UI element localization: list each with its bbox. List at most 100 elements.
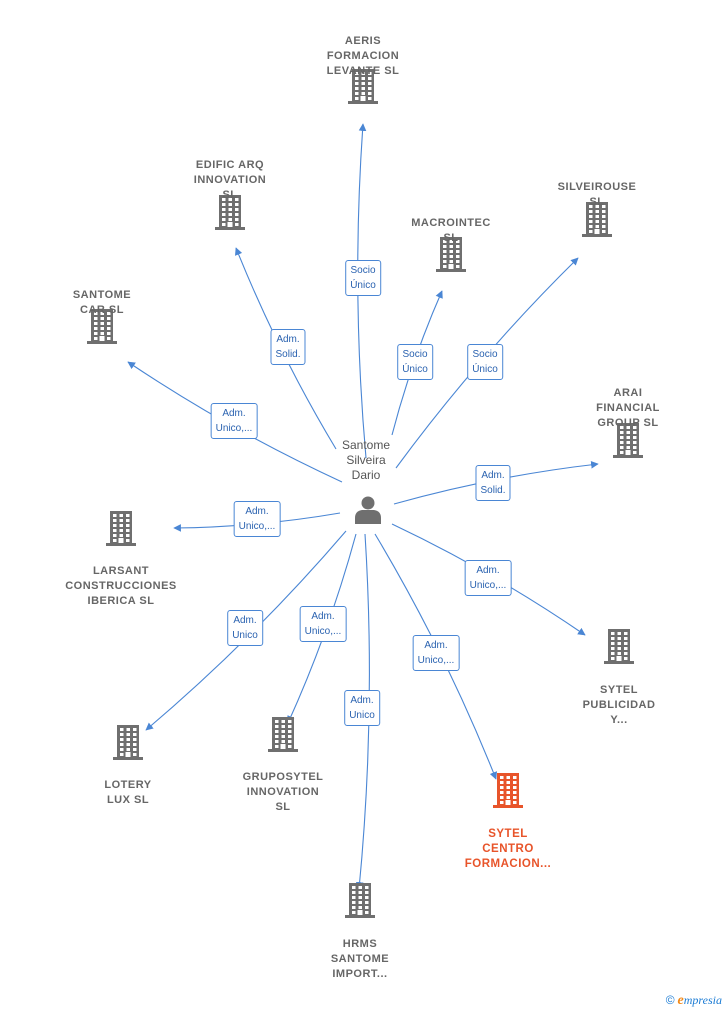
relation-label-hrms[interactable]: Adm. Unico <box>344 690 380 726</box>
building-icon[interactable] <box>105 510 137 546</box>
building-icon[interactable] <box>112 724 144 760</box>
center-name-line: Silveira <box>346 453 386 467</box>
company-label-line: FORMACION... <box>464 858 552 870</box>
relation-label-larsant[interactable]: Adm. Unico,... <box>233 501 281 537</box>
company-label-line: CONSTRUCCIONES <box>65 580 177 592</box>
company-label-grupo[interactable]: GRUPOSYTEL INNOVATION SL <box>243 770 324 815</box>
building-icon[interactable] <box>267 716 299 752</box>
relation-label-lotery[interactable]: Adm. Unico <box>227 610 263 646</box>
relation-label-line: Adm. <box>481 470 505 481</box>
company-label-lotery[interactable]: LOTERY LUX SL <box>104 778 151 808</box>
company-label-line: SL <box>443 232 459 244</box>
building-icon[interactable] <box>214 194 246 230</box>
company-label-line: ARAI <box>613 387 643 399</box>
person-icon[interactable] <box>353 494 383 524</box>
company-label-line: SL <box>589 196 605 208</box>
relation-label-line: Adm. <box>311 611 335 622</box>
company-label-silveirouse[interactable]: SILVEIROUSE SL <box>558 180 637 210</box>
center-person-label[interactable]: Santome Silveira Dario <box>342 438 390 483</box>
company-label-line: SL <box>222 189 238 201</box>
relation-label-line: Socio <box>350 265 376 276</box>
company-label-santome-car[interactable]: SANTOME CAR SL <box>73 288 131 318</box>
company-label-line: MACROINTEC <box>411 217 491 229</box>
building-icon[interactable] <box>344 882 376 918</box>
relation-label-line: Adm. <box>350 695 374 706</box>
relation-label-line: Unico,... <box>417 655 455 666</box>
relation-label-arai[interactable]: Adm. Solid. <box>475 465 511 501</box>
company-label-line: GROUP SL <box>597 417 659 429</box>
empresia-watermark[interactable]: ©empresia <box>666 993 722 1009</box>
company-label-line: INNOVATION <box>193 174 267 186</box>
relation-label-line: Socio <box>402 349 428 360</box>
company-label-sytel-centro[interactable]: SYTEL CENTRO FORMACION... <box>465 827 552 872</box>
relation-label-line: Adm. <box>276 334 300 345</box>
company-label-line: FORMACION <box>326 50 400 62</box>
company-label-line: LUX SL <box>106 794 150 806</box>
company-label-line: HRMS <box>342 938 378 950</box>
relation-label-line: Unico,... <box>469 580 507 591</box>
relation-label-line: Unico <box>349 710 375 721</box>
building-icon[interactable] <box>612 422 644 458</box>
company-label-line: PUBLICIDAD <box>582 699 656 711</box>
company-label-line: Y... <box>610 714 628 726</box>
company-label-line: IBERICA SL <box>87 595 155 607</box>
relation-label-line: Unico,... <box>304 626 342 637</box>
relation-label-line: Adm. <box>476 565 500 576</box>
company-label-line: EDIFIC ARQ <box>195 159 265 171</box>
company-label-line: AERIS <box>344 35 382 47</box>
company-label-line: SANTOME <box>72 289 132 301</box>
relation-label-line: Adm. <box>245 506 269 517</box>
center-name-line: Santome <box>341 438 391 452</box>
company-label-hrms[interactable]: HRMS SANTOME IMPORT... <box>331 937 389 982</box>
company-label-arai[interactable]: ARAI FINANCIAL GROUP SL <box>596 386 660 431</box>
building-icon[interactable] <box>435 236 467 272</box>
relation-label-line: Unico,... <box>238 521 276 532</box>
company-label-line: SILVEIROUSE <box>557 181 637 193</box>
building-icon[interactable] <box>86 308 118 344</box>
building-icon[interactable] <box>603 628 635 664</box>
company-label-macrointec[interactable]: MACROINTEC SL <box>411 216 491 246</box>
relation-label-sytel-pub[interactable]: Adm. Unico,... <box>464 560 512 596</box>
company-label-line: GRUPOSYTEL <box>242 771 324 783</box>
relation-label-line: Único <box>402 364 428 375</box>
building-highlight-icon[interactable] <box>492 772 524 808</box>
relation-label-line: Único <box>472 364 498 375</box>
company-label-line: FINANCIAL <box>596 402 660 414</box>
relation-label-line: Adm. <box>424 640 448 651</box>
building-icon[interactable] <box>581 201 613 237</box>
company-label-line: LARSANT <box>92 565 150 577</box>
center-name-line: Dario <box>351 468 381 482</box>
relation-label-sytel-centro[interactable]: Adm. Unico,... <box>412 635 460 671</box>
company-label-line: LOTERY <box>104 779 152 791</box>
relation-label-line: Único <box>350 280 376 291</box>
company-label-line: SYTEL <box>488 828 528 840</box>
company-label-line: INNOVATION <box>246 786 320 798</box>
relation-label-grupo[interactable]: Adm. Unico,... <box>299 606 347 642</box>
relation-label-line: Adm. <box>222 408 246 419</box>
company-label-line: SL <box>275 801 291 813</box>
brand-initial: e <box>677 993 684 1008</box>
relation-label-line: Unico,... <box>215 423 253 434</box>
relation-label-line: Adm. <box>233 615 257 626</box>
company-label-larsant[interactable]: LARSANT CONSTRUCCIONES IBERICA SL <box>65 564 177 609</box>
relation-label-line: Solid. <box>275 349 301 360</box>
brand-name: mpresia <box>683 993 722 1007</box>
company-label-line: CAR SL <box>80 304 124 316</box>
relation-label-santome-car[interactable]: Adm. Unico,... <box>210 403 258 439</box>
copyright-symbol: © <box>665 993 675 1007</box>
building-icon[interactable] <box>347 68 379 104</box>
company-label-line: IMPORT... <box>332 968 388 980</box>
relation-label-line: Solid. <box>480 485 506 496</box>
company-label-line: SANTOME <box>330 953 390 965</box>
relation-label-line: Socio <box>472 349 498 360</box>
relation-label-line: Unico <box>232 630 258 641</box>
company-label-line: SYTEL <box>600 684 638 696</box>
relation-label-edific[interactable]: Adm. Solid. <box>270 329 306 365</box>
company-label-edific[interactable]: EDIFIC ARQ INNOVATION SL <box>194 158 266 203</box>
company-label-sytel-pub[interactable]: SYTEL PUBLICIDAD Y... <box>583 683 656 728</box>
company-label-line: CENTRO <box>482 843 534 855</box>
